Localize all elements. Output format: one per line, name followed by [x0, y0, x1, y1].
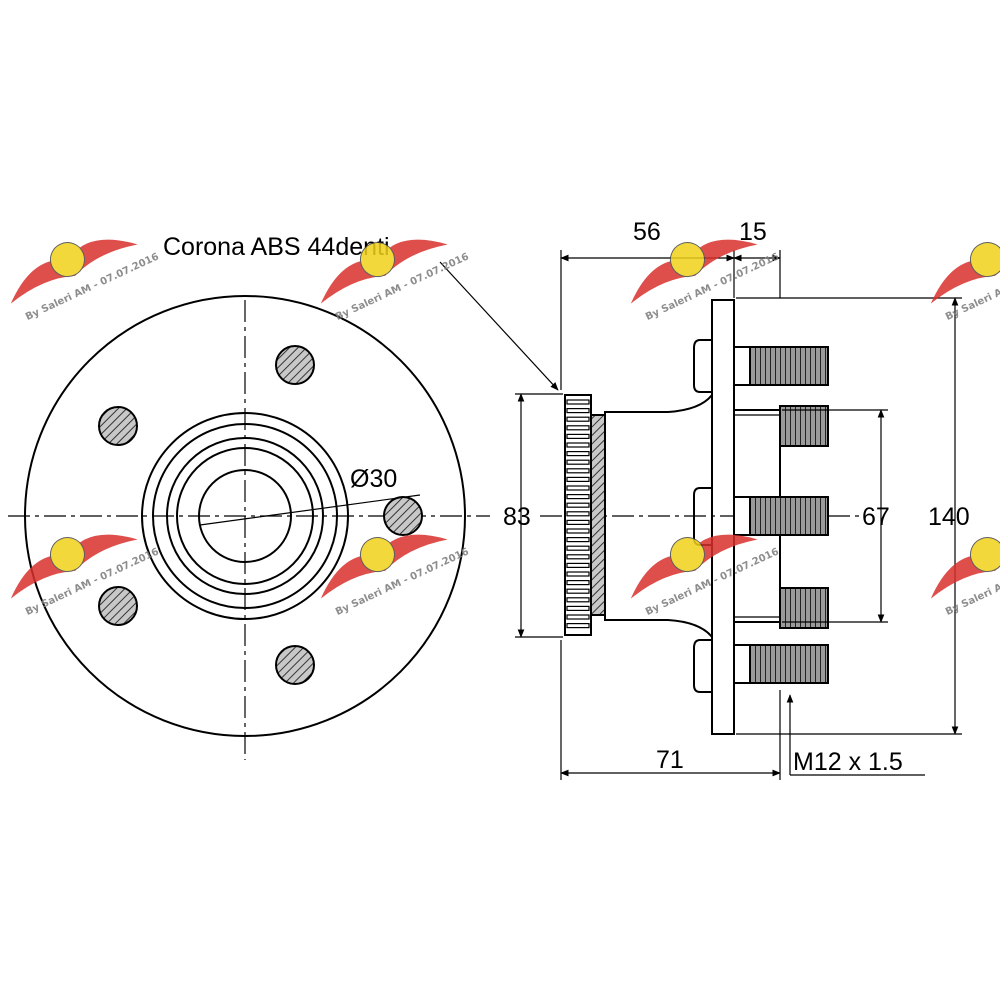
stud-hole	[383, 496, 423, 536]
watermark-badge-icon	[969, 242, 1000, 278]
pilot-diameter-label: 67	[862, 503, 890, 531]
hub-ring-2	[152, 423, 338, 609]
abs-tooth	[566, 425, 590, 431]
abs-ring-diameter-label: 83	[503, 503, 531, 531]
stud-hole	[98, 406, 138, 446]
abs-ring-leader	[439, 261, 559, 391]
abs-tooth	[566, 416, 590, 422]
wheel-stud	[779, 405, 829, 447]
watermark-text: By Saleri AM - 07.07.2016	[24, 251, 161, 323]
abs-tooth	[566, 571, 590, 577]
seal-section	[590, 414, 606, 616]
flange-diameter-label: 140	[928, 503, 970, 531]
abs-tooth	[566, 597, 590, 603]
watermark-logo: By Saleri AM - 07.07.2016	[10, 239, 161, 323]
watermark-badge-icon	[669, 242, 705, 278]
flange-boss	[693, 639, 712, 693]
bore-circle	[198, 469, 292, 563]
abs-tooth	[566, 494, 590, 500]
stud-hole	[98, 586, 138, 626]
abs-tooth	[566, 579, 590, 586]
abs-tooth	[566, 614, 590, 620]
flange-boss	[693, 339, 712, 393]
abs-tooth	[566, 399, 590, 405]
watermark-logo: By Saleri AM - 07.07.2016	[320, 239, 471, 323]
stud-hole	[275, 345, 315, 385]
wheel-stud	[749, 496, 829, 536]
abs-tone-ring	[564, 394, 592, 636]
abs-tooth	[566, 408, 590, 414]
side-view	[540, 299, 860, 735]
overall-length-label: 71	[656, 746, 684, 774]
abs-tooth	[566, 545, 590, 551]
hub-ring-4	[176, 447, 314, 585]
hub-length-label: 56	[633, 218, 661, 246]
stud-hole	[275, 645, 315, 685]
abs-tooth	[566, 519, 590, 526]
watermark-badge-icon	[359, 537, 395, 573]
watermark-text: By Saleri AM - 07.07.2016	[334, 251, 471, 323]
stud-holes	[98, 345, 423, 685]
watermark-badge-icon	[669, 537, 705, 573]
abs-tooth	[566, 622, 590, 629]
abs-tooth	[566, 468, 590, 474]
wheel-studs	[733, 346, 829, 684]
wheel-stud	[779, 587, 829, 629]
hub-outer-ring	[141, 412, 349, 620]
abs-tooth	[566, 605, 590, 612]
stud-thread-label: M12 x 1.5	[793, 748, 903, 776]
abs-tooth	[566, 476, 590, 482]
front-view: Ø30	[8, 295, 490, 760]
abs-tooth	[566, 451, 590, 457]
watermark-badge-icon	[969, 537, 1000, 573]
abs-tooth	[566, 502, 590, 508]
abs-tooth	[566, 433, 590, 439]
abs-tooth	[566, 554, 590, 560]
abs-tooth	[566, 459, 590, 465]
flange-outline	[24, 295, 466, 737]
bore-diameter-label: Ø30	[350, 465, 397, 493]
wheel-stud	[749, 644, 829, 684]
watermark-text: By Saleri AM - 07.07.2016	[24, 546, 161, 618]
watermark-badge-icon	[359, 242, 395, 278]
watermarks: By Saleri AM - 07.07.2016 By Saleri AM - …	[10, 239, 1000, 618]
watermark-badge-icon	[49, 537, 85, 573]
abs-tooth	[566, 485, 590, 491]
abs-tooth	[566, 528, 590, 534]
abs-tooth	[566, 562, 590, 569]
wheel-stud	[749, 346, 829, 386]
abs-tooth	[566, 536, 590, 543]
watermark-text: By Saleri AM - 07.07.2016	[334, 546, 471, 618]
abs-ring-label: Corona ABS 44denti	[163, 233, 390, 261]
abs-tooth	[566, 442, 590, 448]
bore-diameter-leader	[199, 494, 421, 526]
abs-tooth	[566, 588, 590, 594]
flange-section	[711, 299, 735, 735]
watermark-logo: By Saleri AM - 07.07.2016	[930, 239, 1000, 323]
dimensions: 56 15 83 67 140 71 M12 x 1.5	[503, 218, 970, 780]
hub-ring-3	[166, 437, 324, 595]
watermark-badge-icon	[49, 242, 85, 278]
abs-tooth	[566, 511, 590, 517]
